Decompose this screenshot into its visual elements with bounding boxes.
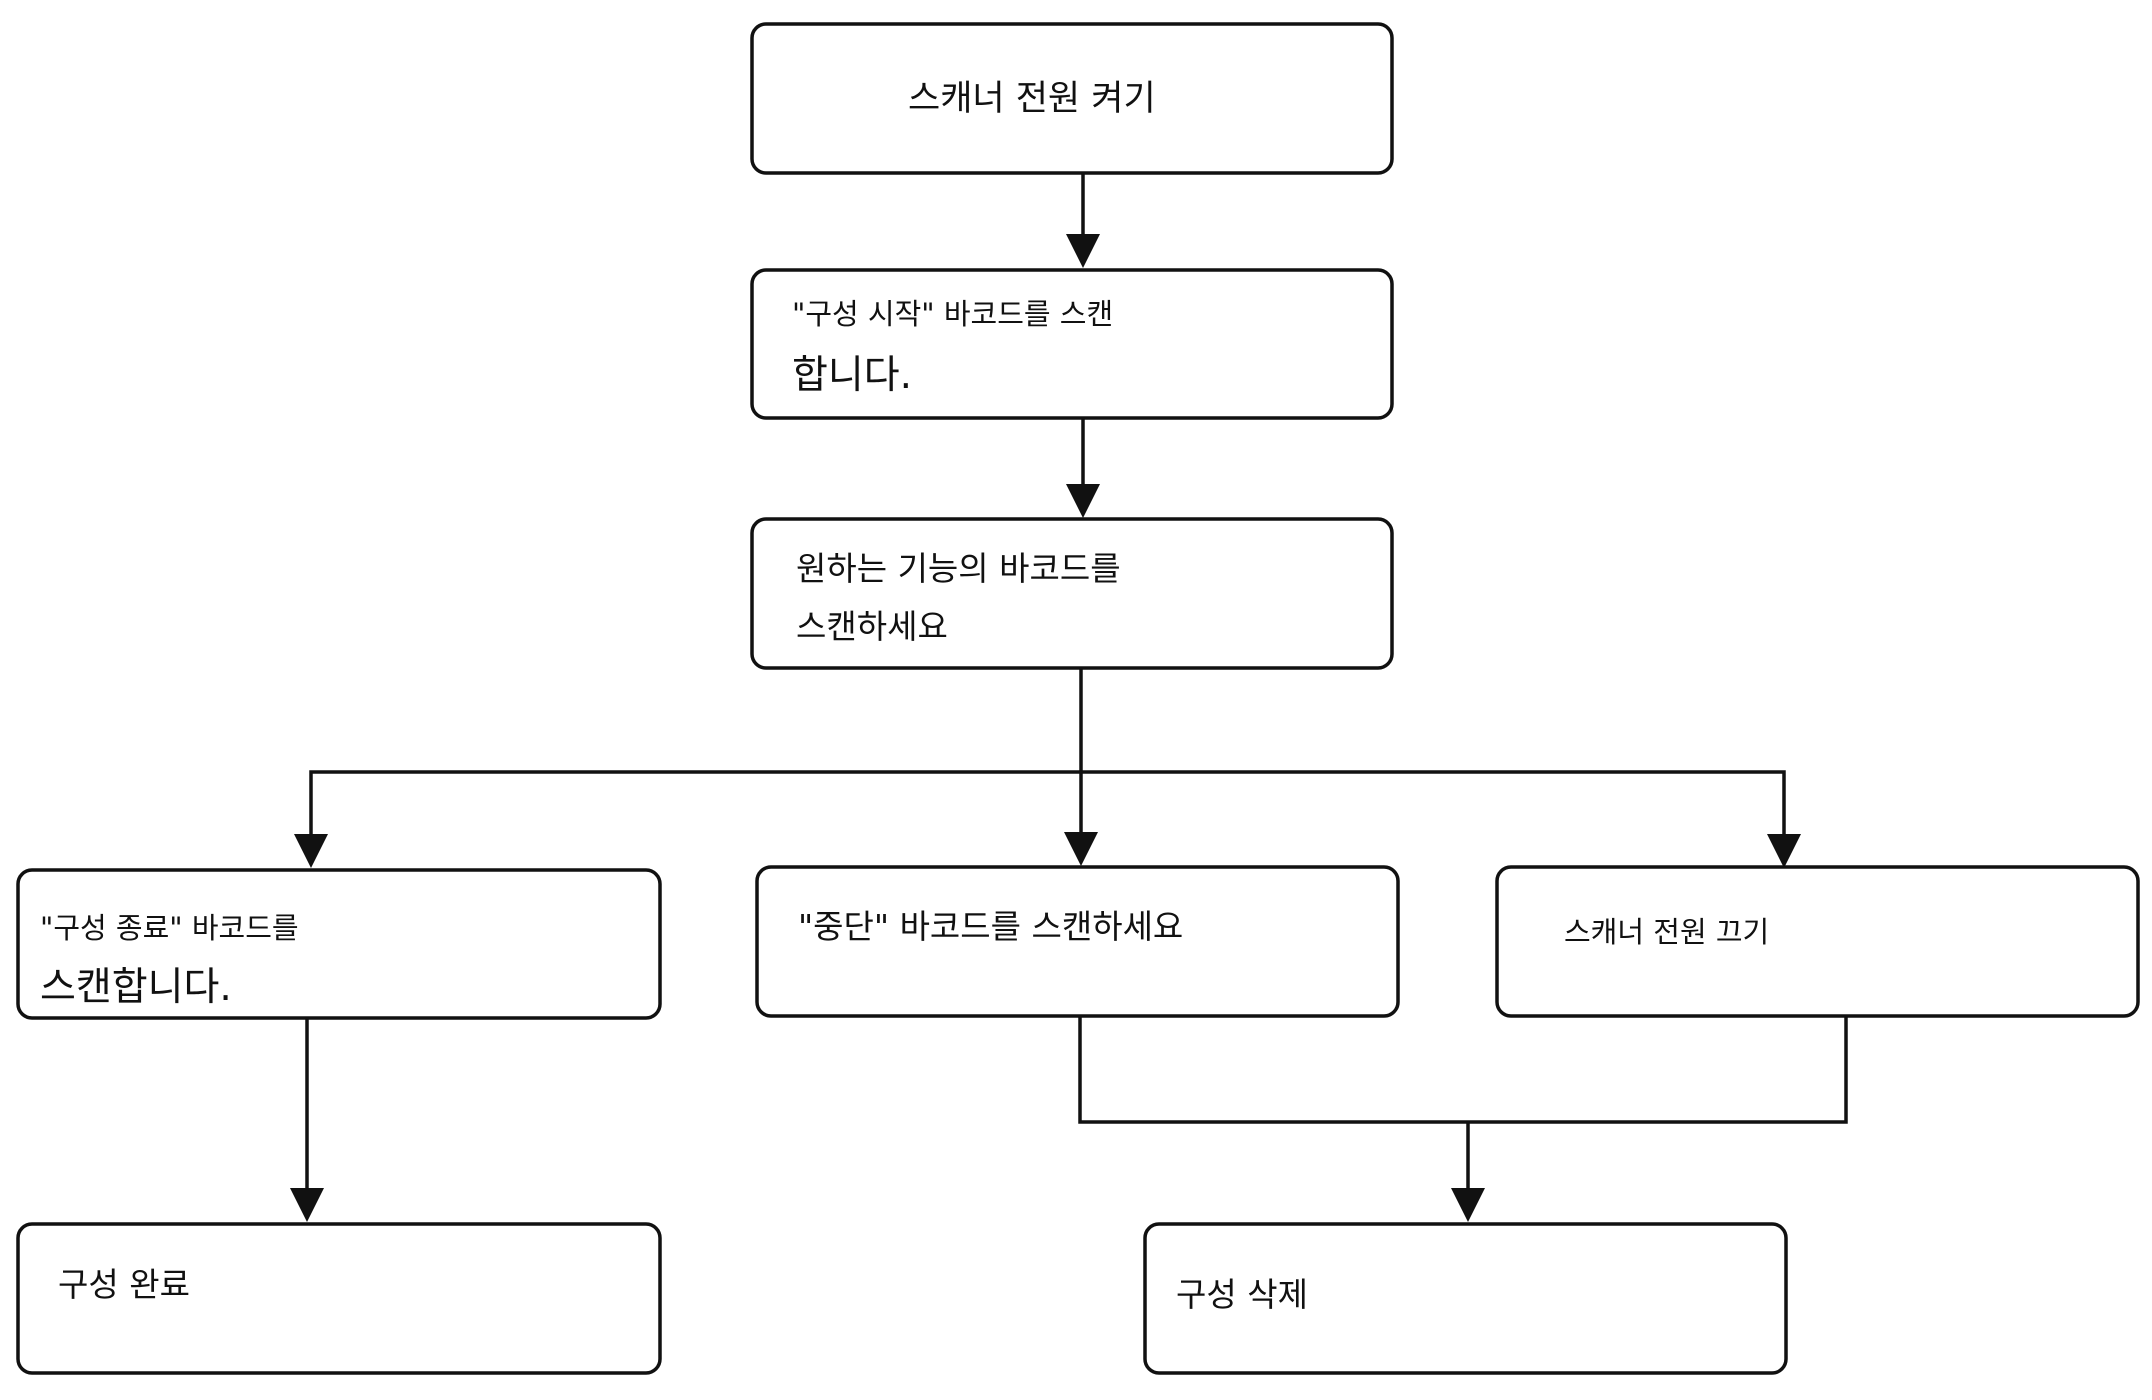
arrowhead-config-complete [290,1188,324,1222]
branch-bar [309,770,1786,838]
node-config-delete: 구성 삭제 [1143,1222,1788,1375]
node-power-on: 스캐너 전원 켜기 [750,22,1394,175]
node-config-delete-text: 구성 삭제 [1176,1275,1308,1314]
node-end-config: "구성 종료" 바코드를 스캔합니다. [16,868,662,1020]
node-power-on-text: 스캐너 전원 켜기 [908,79,1156,119]
connectors [290,173,1848,1222]
node-scan-feature-line2: 스캔하세요 [796,607,948,646]
merge-bar [1078,1016,1848,1124]
node-scan-feature: 원하는 기능의 바코드를 스캔하세요 [750,517,1394,670]
node-power-off-text: 스캐너 전원 끄기 [1564,915,1769,949]
arrowhead-end-config [294,834,328,868]
node-config-complete: 구성 완료 [16,1222,662,1375]
node-abort: "중단" 바코드를 스캔하세요 [755,865,1400,1018]
node-start-config: "구성 시작" 바코드를 스캔 합니다. [750,268,1394,420]
node-config-complete-text: 구성 완료 [58,1265,190,1304]
node-start-config-line1: "구성 시작" 바코드를 스캔 [792,297,1113,331]
arrowhead-abort [1064,832,1098,866]
arrowhead-start-config [1066,234,1100,268]
arrowhead-power-off [1767,834,1801,868]
node-start-config-line2: 합니다. [792,353,912,398]
arrowhead-scan-feature [1066,484,1100,518]
node-end-config-line1: "구성 종료" 바코드를 [40,911,299,945]
node-abort-text: "중단" 바코드를 스캔하세요 [798,907,1183,946]
arrowhead-config-delete [1451,1188,1485,1222]
node-power-off: 스캐너 전원 끄기 [1495,865,2140,1018]
node-end-config-line2: 스캔합니다. [40,965,232,1010]
node-scan-feature-line1: 원하는 기능의 바코드를 [796,549,1121,588]
